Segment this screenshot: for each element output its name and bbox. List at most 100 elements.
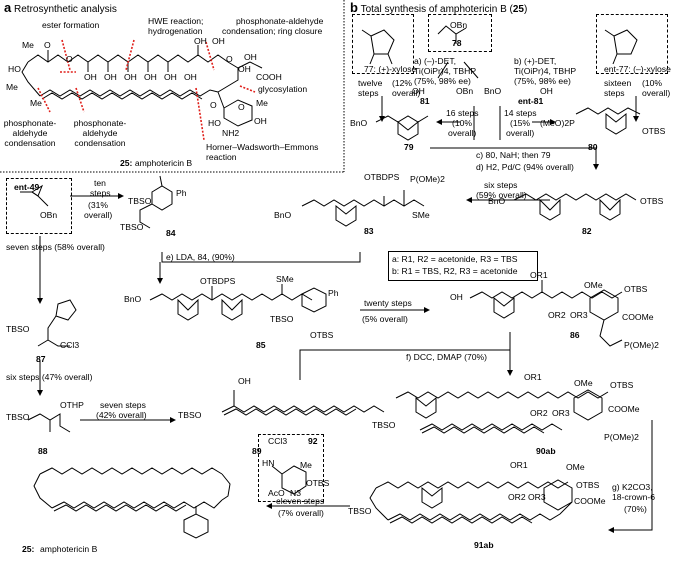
- atom-a-0: Me: [22, 40, 34, 50]
- atom-a-20: Me: [256, 98, 268, 108]
- atom-a-16: COOH: [256, 72, 282, 82]
- arrow-to-ent81: [463, 61, 479, 79]
- rxn-a-3: (75%, 98% ee): [414, 76, 471, 86]
- sugar-donor-92-structure: [271, 465, 307, 495]
- legend-box: [388, 251, 538, 281]
- group-91-tbso: TBSO: [348, 506, 372, 516]
- atom-a-3: OH: [84, 72, 97, 82]
- rxn-b-1: b) (+)-DET,: [514, 56, 557, 66]
- group-79-bno: BnO: [350, 118, 368, 128]
- group-ent81-bno: BnO: [484, 86, 502, 96]
- legend-a: a: R1, R2 = acetonide, R3 = TBS: [392, 254, 518, 264]
- amphotericin-b-structure-final: [33, 467, 231, 539]
- sixteen-1: sixteen: [604, 78, 632, 88]
- label-86: 86: [570, 330, 580, 340]
- rxn-c: c) 80, NaH; then 79: [476, 150, 551, 160]
- group-83-otbdps: OTBDPS: [364, 172, 400, 182]
- rxn-e: e) LDA, 84, (90%): [166, 252, 235, 262]
- label-91ab: 91ab: [474, 540, 494, 550]
- eleven-2: (7% overall): [278, 508, 324, 518]
- label-phos-mid-2: aldehyde: [82, 128, 118, 138]
- atom-a-18: O: [210, 100, 217, 110]
- atom-a-4: OH: [104, 72, 117, 82]
- group-90-coome: COOMe: [608, 404, 640, 414]
- rxn-d: d) H2, Pd/C (94% overall): [476, 162, 574, 172]
- group-86-or2: OR2: [548, 310, 566, 320]
- label-79: 79: [404, 142, 414, 152]
- group-86-p: P(OMe)2: [624, 340, 659, 350]
- twelve-1: twelve: [358, 78, 383, 88]
- panel-b-letter: b: [350, 0, 358, 15]
- group-82-otbs: OTBS: [640, 196, 664, 206]
- group-87-tbso: TBSO: [6, 324, 30, 334]
- label-88: 88: [38, 446, 48, 456]
- atom-a-5: OH: [124, 72, 137, 82]
- ten-4: overall): [84, 210, 113, 220]
- group-89-tbso: TBSO: [178, 410, 202, 420]
- label-hwe-full-2: reaction: [206, 152, 237, 162]
- label-ester-formation: ester formation: [42, 20, 100, 30]
- group-92-otbs: OTBS: [306, 478, 330, 488]
- label-77: 77: (+)-xylose: [364, 64, 417, 74]
- group-91-or3: OR3: [528, 492, 546, 502]
- s16-1: 16 steps: [446, 108, 479, 118]
- label-81: 81: [420, 96, 430, 106]
- label-90ab: 90ab: [536, 446, 556, 456]
- compound-91ab-structure: [369, 479, 573, 524]
- compound-83-structure: [301, 190, 425, 227]
- group-86-coome: COOMe: [622, 312, 654, 322]
- group-91-ome: OMe: [566, 462, 585, 472]
- rxn-g-3: (70%): [624, 504, 647, 514]
- atom-a-15: O: [226, 54, 233, 64]
- twelve-3: (12%: [392, 78, 413, 88]
- group-91-coome: COOMe: [574, 496, 606, 506]
- label-83: 83: [364, 226, 374, 236]
- label-phos-ring-2: condensation; ring closure: [222, 26, 323, 36]
- group-83-bno: BnO: [274, 210, 292, 220]
- group-90-or3: OR3: [552, 408, 570, 418]
- atom-a-2: O: [66, 54, 73, 64]
- rxn-b-3: (75%, 98% ee): [514, 76, 571, 86]
- group-88-tbso: TBSO: [6, 412, 30, 422]
- group-92-ccl3: CCl3: [268, 436, 288, 446]
- rxn-g-1: g) K2CO3,: [612, 482, 653, 492]
- group-85-bno: BnO: [124, 294, 142, 304]
- atom-a-19: O: [238, 102, 245, 112]
- label-85: 85: [256, 340, 266, 350]
- compound-85-structure: [149, 284, 327, 321]
- group-92-n3: N3: [290, 488, 301, 498]
- compound-84-structure: [139, 175, 173, 229]
- group-86-or1: OR1: [530, 270, 548, 280]
- group-85-tbso: TBSO: [270, 314, 294, 324]
- label-ent81: ent-81: [518, 96, 544, 106]
- rxn-b-2: Ti(OiPr)4, TBHP: [514, 66, 577, 76]
- atom-a-13: Me: [30, 98, 42, 108]
- group-85-sme: SMe: [276, 274, 294, 284]
- group-84-tbso-1: TBSO: [128, 196, 152, 206]
- seven42-1: seven steps: [100, 400, 146, 410]
- caption-25: 25: amphotericin B: [120, 158, 192, 168]
- label-78: 78: [452, 38, 462, 48]
- final-label-num: 25:: [22, 544, 35, 554]
- label-phos-mid-1: phosphonate-: [73, 118, 127, 128]
- group-85-ph: Ph: [328, 288, 339, 298]
- label-glycosylation: glycosylation: [258, 84, 308, 94]
- group-92-aco: AcO: [268, 488, 285, 498]
- arrowhead-sixteen: [633, 116, 639, 122]
- sixteen-2: steps: [604, 88, 625, 98]
- sm-77-box: [352, 14, 414, 74]
- panel-b-title: Total synthesis of amphotericin B (: [360, 4, 513, 15]
- group-90-or2: OR2: [530, 408, 548, 418]
- label-87: 87: [36, 354, 46, 364]
- label-phos-ring-1: phosphonate-aldehyde: [236, 16, 324, 26]
- atom-a-17: OH: [238, 64, 251, 74]
- compound-80-structure: [575, 107, 641, 135]
- group-92-hn: HN: [262, 458, 275, 468]
- compound-82-structure: [513, 193, 637, 221]
- s14-2: (15%: [510, 118, 531, 128]
- group-ent81-oh: OH: [540, 86, 553, 96]
- alkene-78-structure: [437, 25, 467, 44]
- sm-ent77-box: [596, 14, 668, 74]
- label-phos-left-1: phosphonate-: [3, 118, 57, 128]
- sugar-92-box: [258, 434, 324, 502]
